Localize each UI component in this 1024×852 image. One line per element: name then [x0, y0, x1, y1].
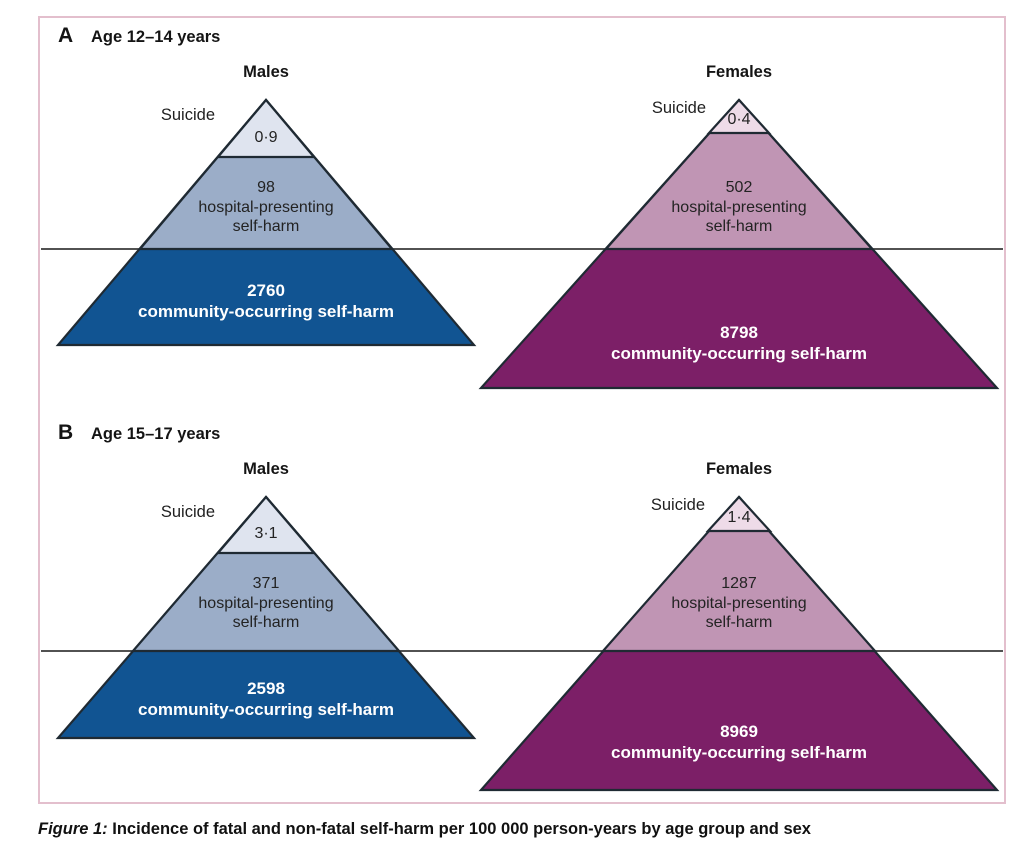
panel-a-males-suicide-label: Suicide: [160, 106, 215, 124]
panel-a-males-community-desc: community-occurring self-harm: [138, 301, 394, 321]
panel-b-males-hospital-desc-line1: hospital-presenting: [198, 594, 334, 612]
panel-a-letter: A: [58, 24, 74, 47]
figure-caption: Figure 1: Incidence of fatal and non-fat…: [38, 820, 811, 839]
panel-a-title: Age 12–14 years: [91, 28, 221, 46]
panel-a-males-suicide-value: 0·9: [254, 129, 278, 146]
panel-a-males-hospital-desc-line1: hospital-presenting: [198, 198, 334, 216]
panel-a-males-hospital-desc-line2: self-harm: [232, 218, 300, 236]
panel-a-males-hospital-value: 98: [257, 179, 275, 196]
panel-b-females-hospital-block: 1287 hospital-presenting self-harm: [671, 574, 806, 633]
panel-b-letter: B: [58, 421, 74, 444]
panel-a-males-heading: Males: [243, 63, 289, 81]
panel-a-females-hospital-desc-line2: self-harm: [705, 218, 773, 236]
panel-a-females-community-value: 8798: [720, 323, 758, 342]
panel-a-males-hospital-block: 98 hospital-presenting self-harm: [198, 178, 333, 237]
panel-b-females-hospital-value: 1287: [721, 575, 757, 592]
figure-caption-text: Incidence of fatal and non-fatal self-ha…: [107, 820, 811, 838]
panel-b-females-suicide-label: Suicide: [650, 496, 705, 514]
panel-b-females-hospital-desc-line1: hospital-presenting: [671, 594, 807, 612]
panel-a-females-hospital-desc-line1: hospital-presenting: [671, 198, 807, 216]
panel-b-females-hospital-desc-line2: self-harm: [705, 614, 773, 632]
panel-b-females-community-desc: community-occurring self-harm: [611, 742, 867, 762]
panel-a-females-heading: Females: [705, 63, 773, 81]
panel-b-females-community-block: 8969 community-occurring self-harm: [611, 722, 867, 763]
panel-a-females-community-desc: community-occurring self-harm: [611, 343, 867, 363]
panel-b-females-community-value: 8969: [720, 722, 758, 741]
panel-b-males-heading: Males: [243, 460, 289, 478]
panel-b-males-suicide-label: Suicide: [160, 503, 215, 521]
panel-b-males-suicide-value: 3·1: [254, 525, 278, 542]
panel-b-males-hospital-block: 371 hospital-presenting self-harm: [198, 574, 333, 633]
panel-b-males-community-value: 2598: [247, 679, 285, 698]
panel-b-males-community-block: 2598 community-occurring self-harm: [138, 679, 394, 720]
panel-a-females-suicide-label: Suicide: [651, 99, 706, 117]
panel-b-females-heading: Females: [705, 460, 773, 478]
panel-b-females-suicide-value: 1·4: [727, 509, 751, 526]
panel-a-females-suicide-value: 0·4: [727, 111, 751, 128]
panel-a-females-hospital-block: 502 hospital-presenting self-harm: [671, 178, 806, 237]
panel-b-title: Age 15–17 years: [91, 425, 221, 443]
panel-a-females-community-block: 8798 community-occurring self-harm: [611, 323, 867, 364]
figure-caption-label: Figure 1:: [38, 820, 108, 838]
panel-a-males-community-value: 2760: [247, 281, 285, 300]
panel-a-females-hospital-value: 502: [725, 179, 753, 196]
panel-b-males-hospital-desc-line2: self-harm: [232, 614, 300, 632]
panel-b-males-hospital-value: 371: [252, 575, 280, 592]
panel-a-males-community-block: 2760 community-occurring self-harm: [138, 281, 394, 322]
panel-b-males-community-desc: community-occurring self-harm: [138, 699, 394, 719]
